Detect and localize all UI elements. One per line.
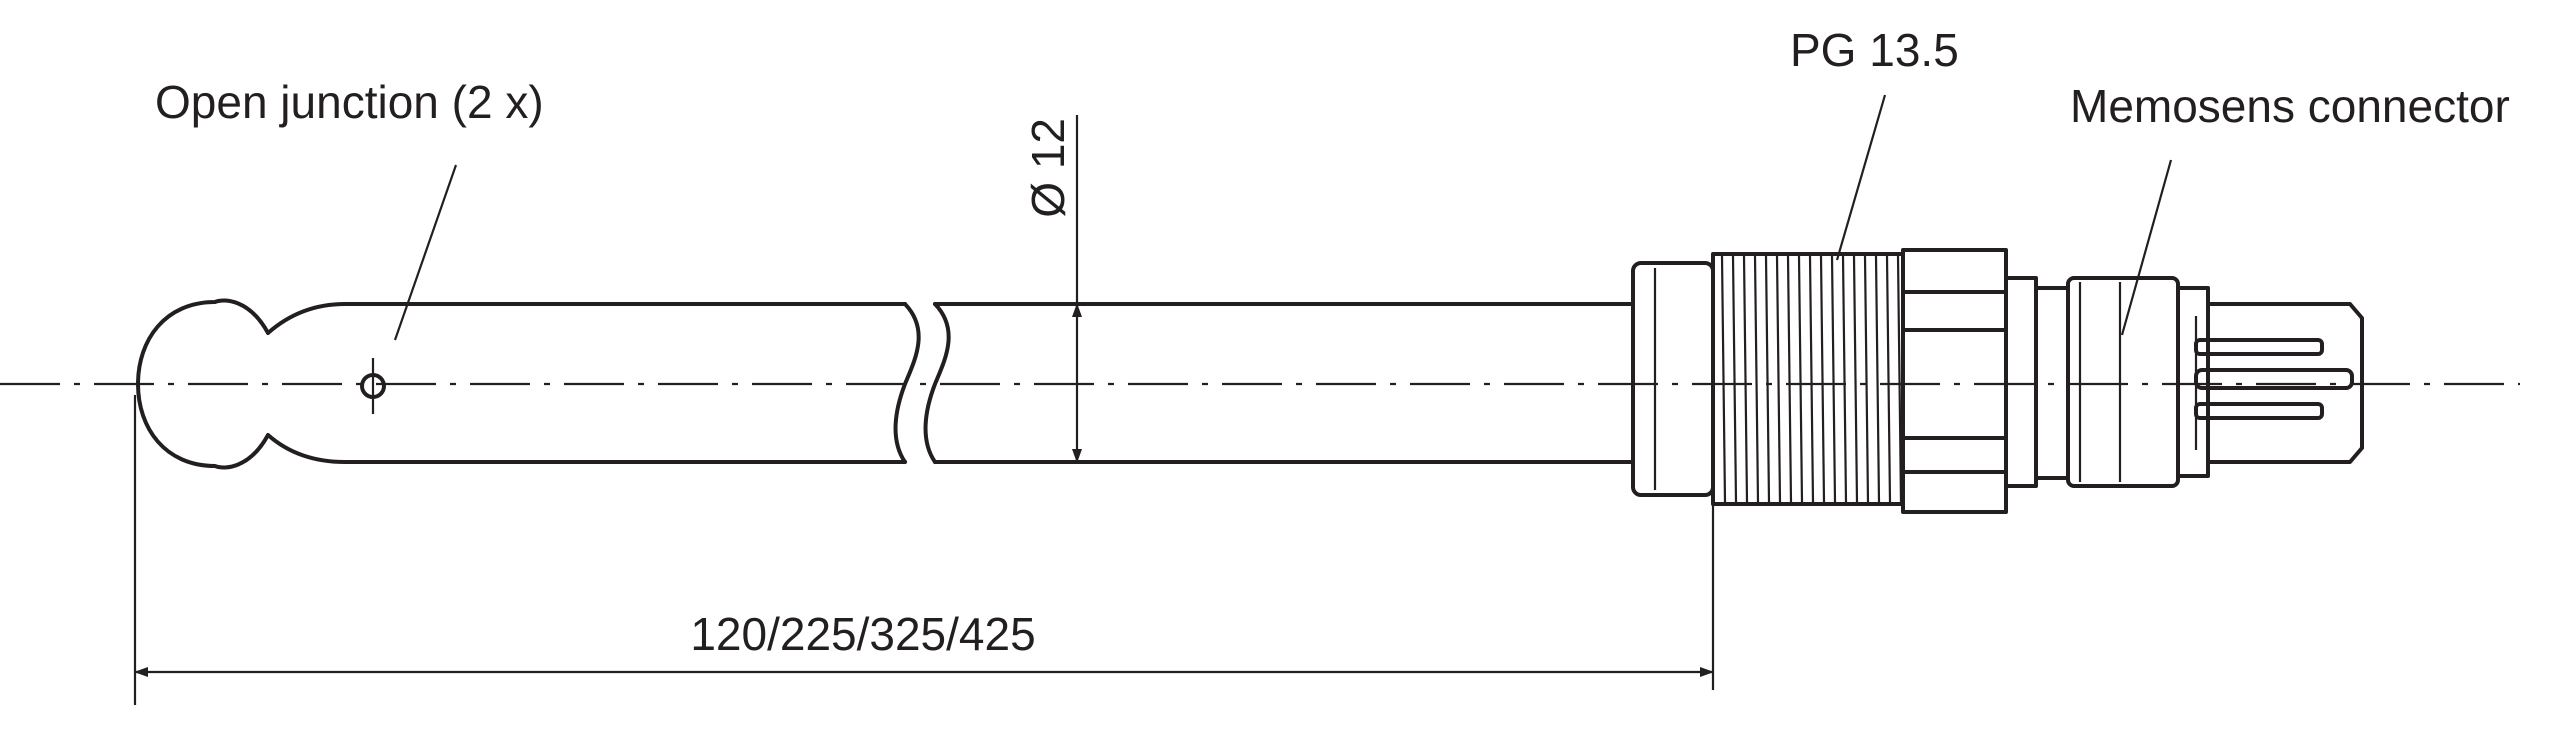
thread-ridge <box>1753 255 1760 503</box>
shaft-break <box>893 302 951 464</box>
thread-ridge <box>1808 255 1815 503</box>
thread-section <box>1711 252 1905 506</box>
thread-ridge <box>1852 255 1859 503</box>
shaft-right <box>933 302 1635 464</box>
diameter-label: Ø 12 <box>1022 118 1074 218</box>
thread-ridge <box>1830 255 1837 503</box>
thread-ridge <box>1797 255 1804 503</box>
junction-marker-icon <box>360 358 386 414</box>
thread-ridge <box>1896 255 1903 503</box>
head-collar <box>1631 261 1715 497</box>
thread-ridge <box>1720 255 1727 503</box>
thread-ridge <box>1775 255 1782 503</box>
thread-ridge <box>1885 255 1892 503</box>
length-dimension: 120/225/325/425 <box>133 395 1715 705</box>
thread-ridge <box>1863 255 1870 503</box>
junction-leader <box>393 164 458 341</box>
thread-ridge <box>1764 255 1771 503</box>
hex-nut <box>1901 248 2008 514</box>
thread-ridge <box>1841 255 1848 503</box>
thread-ridge <box>1731 255 1738 503</box>
length-label: 120/225/325/425 <box>690 608 1035 660</box>
connector-plug <box>2194 302 2364 464</box>
thread-ridge <box>1874 255 1881 503</box>
thread-label: PG 13.5 <box>1790 24 1959 76</box>
connector-label: Memosens connector <box>2070 80 2510 132</box>
open-junction-label: Open junction (2 x) <box>155 76 544 128</box>
shaft-left <box>343 302 907 464</box>
diameter-dimension: Ø 12 <box>1022 115 1082 463</box>
sensor-bulb <box>136 298 362 470</box>
thread-ridge <box>1742 255 1749 503</box>
connector-neck <box>2004 276 2038 488</box>
thread-ridge <box>1819 255 1826 503</box>
connector-body <box>2066 276 2210 488</box>
thread-leader <box>1835 94 1887 261</box>
thread-ridge <box>1786 255 1793 503</box>
connector-leader <box>2120 159 2173 336</box>
